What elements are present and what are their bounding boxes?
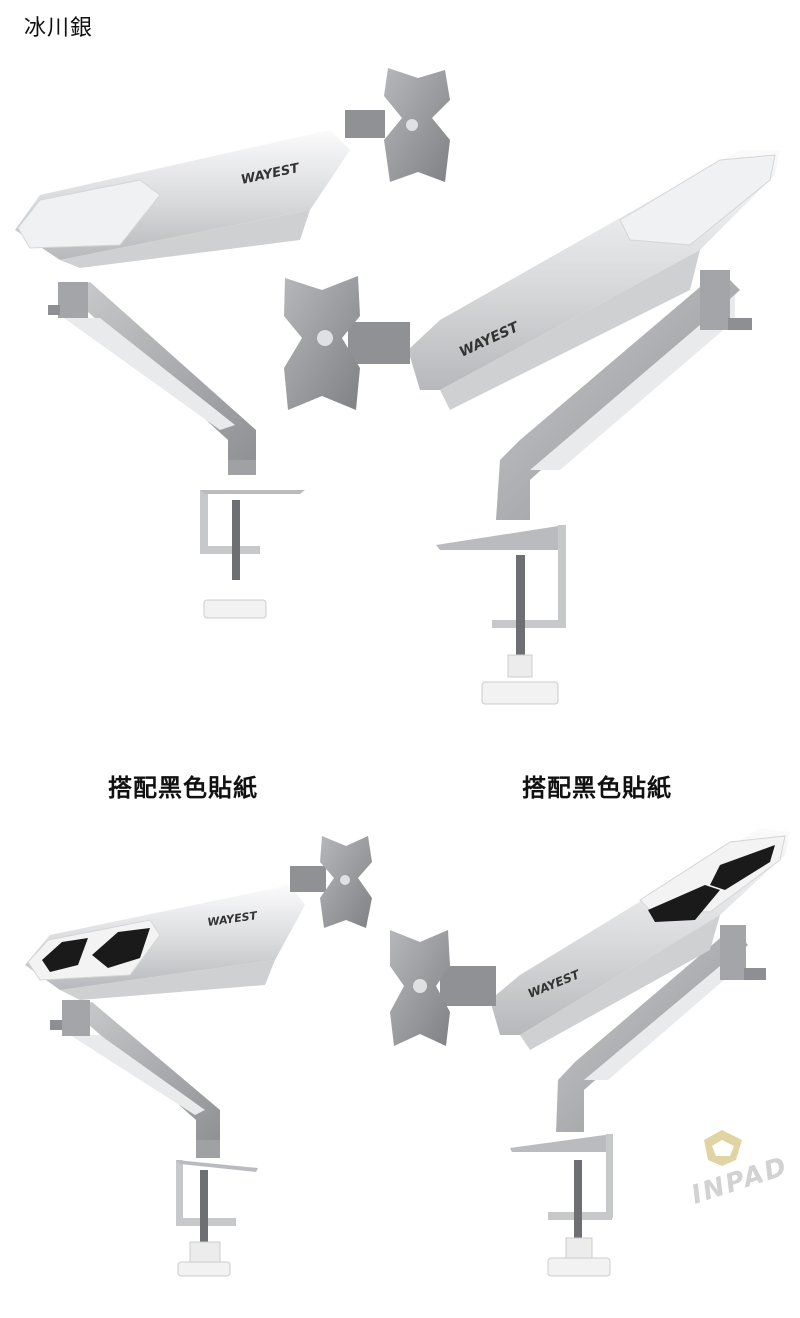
monitor-arm-bottom-left: WAYEST	[25, 836, 372, 1277]
black-sticker	[710, 845, 775, 890]
caption-left: 搭配黑色貼紙	[108, 774, 258, 802]
black-sticker	[42, 938, 88, 972]
black-sticker	[648, 885, 720, 922]
monitor-arm-top-right: WAYEST	[284, 150, 780, 705]
color-name-title: 冰川銀	[24, 16, 94, 41]
inpad-watermark-logo	[704, 1130, 742, 1166]
monitor-arm-bottom-right: WAYEST	[390, 828, 790, 1277]
black-sticker	[92, 928, 150, 968]
caption-right: 搭配黑色貼紙	[522, 774, 672, 802]
monitor-arm-top-left: WAYEST	[15, 68, 450, 619]
